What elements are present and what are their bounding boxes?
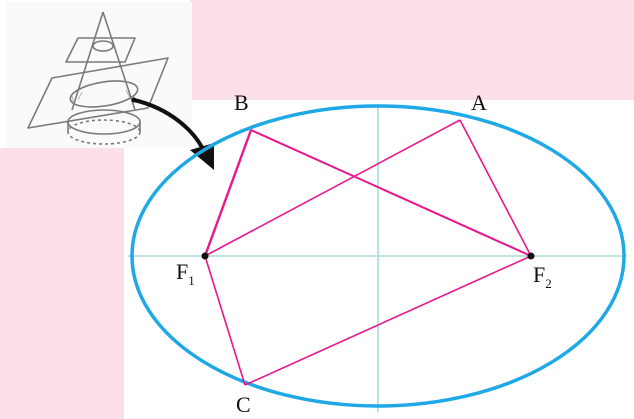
label-A: A: [471, 90, 487, 115]
chord-C-F2: [244, 255, 532, 386]
top-panel: [190, 0, 634, 100]
focus-F2-dot: [527, 252, 535, 260]
label-C: C: [236, 392, 251, 417]
label-F2-sub: 2: [545, 276, 552, 291]
label-F2-main: F: [533, 262, 545, 287]
chord-B-F1: [203, 129, 253, 257]
label-F2: F2: [533, 262, 552, 291]
label-B: B: [234, 90, 249, 115]
label-F1: F1: [176, 259, 195, 288]
chord-F1-C: [204, 255, 246, 386]
label-F1-main: F: [176, 259, 188, 284]
label-F1-sub: 1: [188, 273, 195, 288]
chord-F1-A: [204, 119, 461, 257]
left-panel: [0, 148, 124, 419]
chord-A-F2: [459, 119, 532, 257]
chord-B-F2: [250, 129, 532, 257]
ellipse: [130, 104, 626, 408]
focus-F1-dot: [201, 252, 209, 260]
curved-arrow-icon: [131, 97, 214, 170]
cone-section-icon: [6, 2, 192, 148]
